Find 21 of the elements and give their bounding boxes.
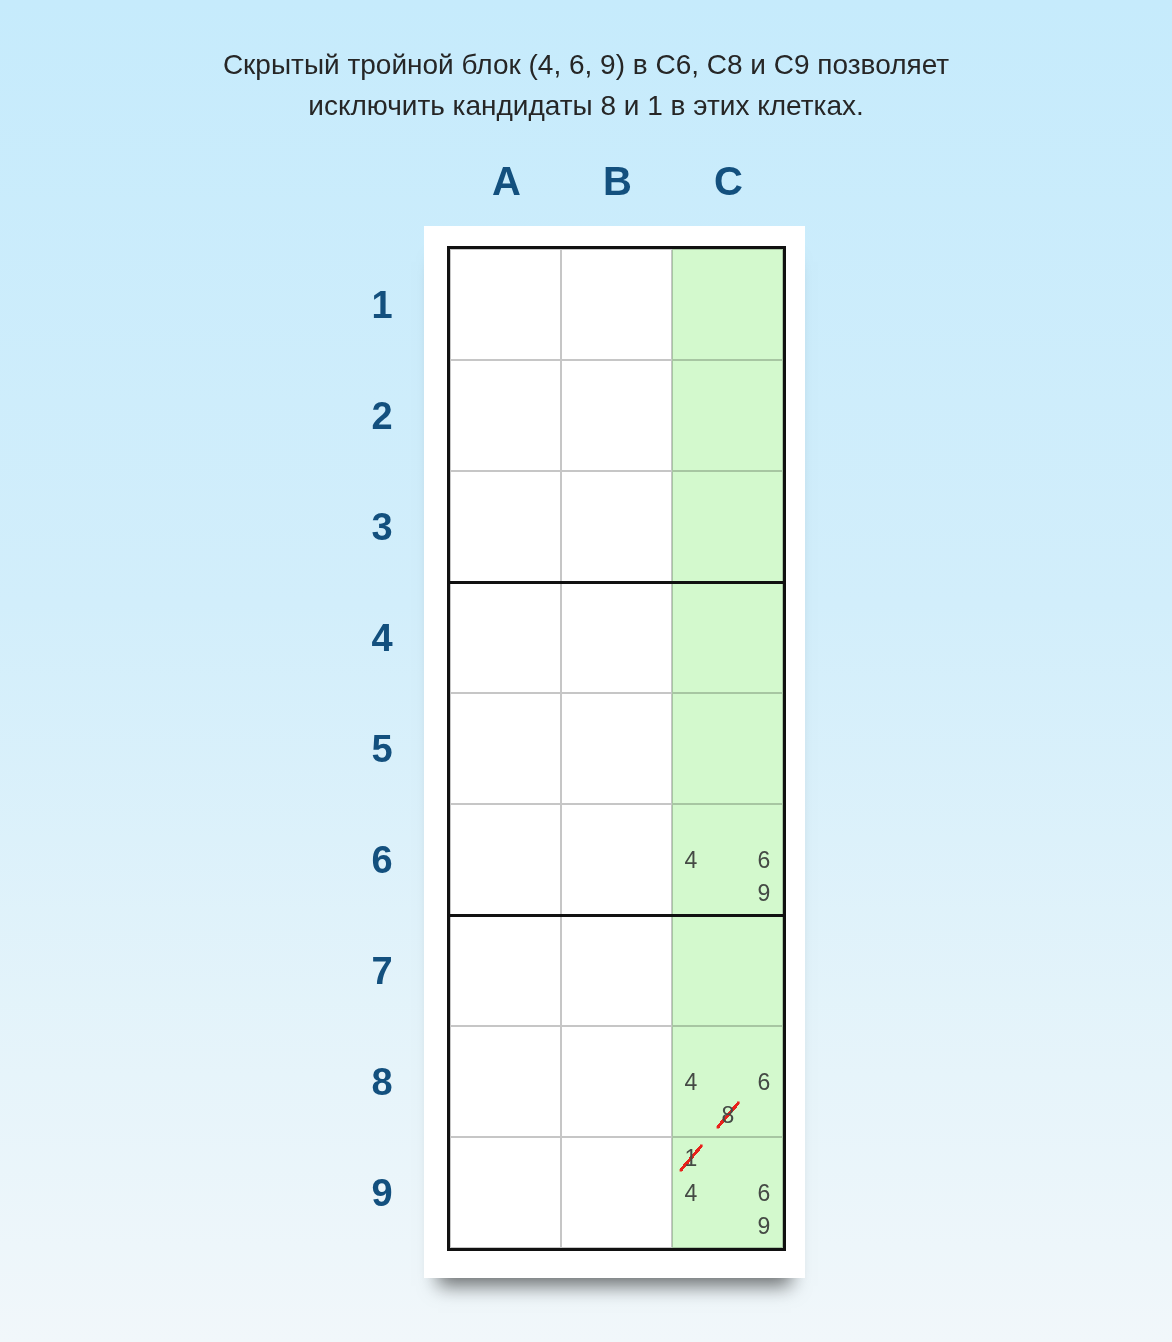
candidate-digit: 6 [757, 848, 771, 872]
column-header: C [714, 161, 743, 201]
row-header: 4 [371, 618, 393, 657]
row-header: 9 [371, 1173, 393, 1212]
row-header: 7 [371, 951, 393, 990]
row-header: 8 [371, 1062, 393, 1101]
candidate-digit: 9 [757, 1214, 771, 1238]
row-header: 2 [371, 396, 393, 435]
column-header: A [492, 161, 521, 201]
row-header: 3 [371, 507, 393, 546]
candidate-digit: 9 [757, 881, 771, 905]
row-header: 1 [371, 285, 393, 324]
column-header: B [603, 161, 632, 201]
row-header: 6 [371, 840, 393, 879]
candidate-digit: 6 [757, 1070, 771, 1094]
row-header: 5 [371, 729, 393, 768]
candidate-digit: 6 [757, 1181, 771, 1205]
candidate-digit: 4 [684, 848, 698, 872]
candidate-digit: 4 [684, 1070, 698, 1094]
title: Скрытый тройной блок (4, 6, 9) в C6, C8 и C9 позволяет исключить кандидаты 8 и 1 в этих клетках. [221, 48, 951, 123]
candidate-digit: 4 [684, 1181, 698, 1205]
